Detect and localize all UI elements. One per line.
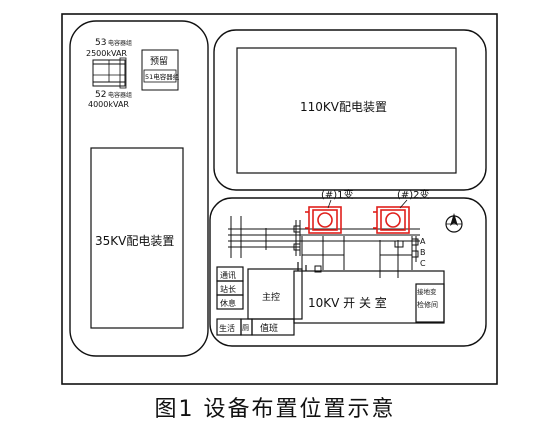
phase-b: B — [420, 248, 426, 257]
left-road — [69, 20, 209, 357]
layout-diagram: 53 电容器组 2500kVAR 52 电容器组 4000kVAR 预留 51电… — [61, 13, 498, 385]
control-building — [216, 262, 445, 336]
main-control-room: 主控 — [262, 291, 280, 303]
cap53-name: 53 — [95, 38, 106, 48]
phase-a: A — [420, 237, 426, 246]
phase-c: C — [420, 259, 426, 268]
toilet-room: 厕 — [242, 324, 249, 332]
repair-room: 检修间 — [417, 300, 438, 309]
rest-room: 休息 — [220, 298, 236, 308]
north-compass-icon — [445, 213, 463, 233]
grounding-transformer: 接地变 — [417, 287, 437, 296]
cap52-sub: 电容器组 — [108, 91, 132, 99]
busbar-structure — [228, 216, 420, 278]
figure-caption: 图1 设备布置位置示意 — [154, 397, 396, 422]
transformer-2-label: (#)2变 — [397, 188, 430, 201]
35kv-yard — [90, 147, 184, 329]
station-master-room: 站长 — [220, 284, 236, 294]
cap53-rating: 2500kVAR — [86, 49, 127, 58]
transformer-1 — [305, 206, 342, 234]
transformer-2 — [373, 206, 410, 234]
top-right-road — [213, 29, 487, 191]
reserved-label: 预留 — [150, 55, 168, 67]
reserved-area — [141, 49, 179, 91]
capacitor-51-box — [143, 69, 177, 83]
cap52-name: 52 — [95, 90, 106, 100]
cap51-label: 51电容器组 — [145, 72, 180, 81]
110kv-yard — [236, 47, 457, 174]
35kv-label: 35KV配电装置 — [95, 234, 174, 248]
switch-room: 10KV 开 关 室 — [308, 295, 387, 310]
110kv-label: 110KV配电装置 — [300, 100, 387, 114]
comm-room: 通讯 — [220, 270, 236, 280]
bottom-right-road — [209, 197, 487, 347]
cap52-rating: 4000kVAR — [88, 100, 129, 109]
site-boundary — [61, 13, 498, 385]
duty-room: 值班 — [260, 322, 278, 334]
living-room: 生活 — [219, 323, 235, 333]
cap53-sub: 电容器组 — [108, 39, 132, 47]
transformer-1-label: (#)1变 — [321, 188, 354, 201]
